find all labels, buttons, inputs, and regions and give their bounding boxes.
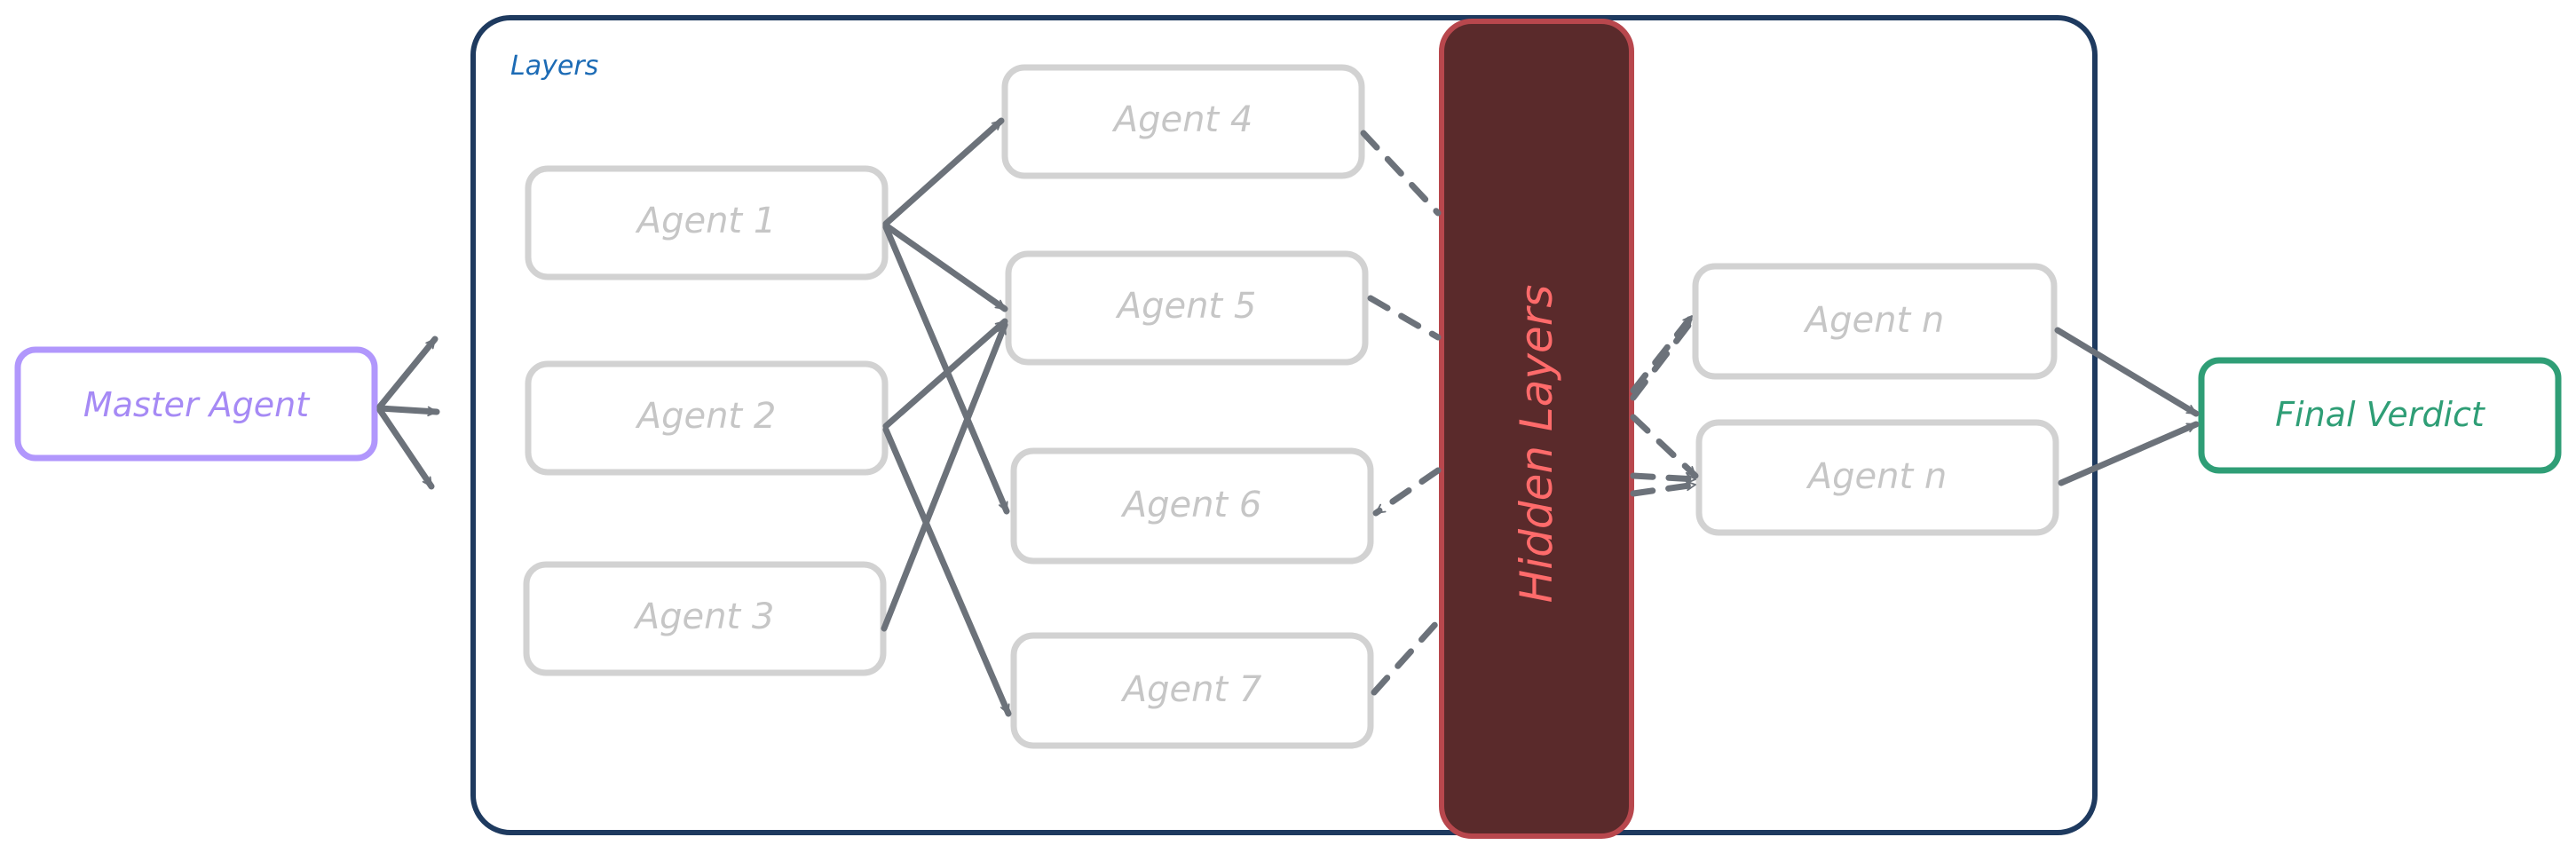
dash-hidden-to-an-upper-b xyxy=(1630,320,1694,401)
agent-3-node: Agent 3 xyxy=(523,561,887,676)
agent-6-node: Agent 6 xyxy=(1010,447,1374,565)
agent-n-lower-node: Agent n xyxy=(1695,419,2059,536)
agent-n-upper-node: Agent n xyxy=(1692,263,2058,380)
dash-a4-to-hidden xyxy=(1360,130,1442,217)
agent-2-node: Agent 2 xyxy=(525,360,889,476)
agent-7-node: Agent 7 xyxy=(1010,632,1374,749)
agent-4-label: Agent 4 xyxy=(1111,99,1253,140)
agent-5-node: Agent 5 xyxy=(1005,250,1369,366)
master-agent-node: Master Agent xyxy=(14,346,378,462)
agent-1-node: Agent 1 xyxy=(525,165,889,280)
agent-n-lower-label: Agent n xyxy=(1806,456,1947,497)
hidden-layers-bar xyxy=(1439,19,1634,839)
arrow-a1-to-a5 xyxy=(882,222,1008,312)
dash-a7-to-hidden xyxy=(1371,618,1442,696)
dash-hidden-to-an-lower-a xyxy=(1630,414,1699,479)
layers-container xyxy=(470,15,2098,835)
dash-hidden-to-a6 xyxy=(1372,467,1442,517)
master-agent-label: Master Agent xyxy=(83,385,311,424)
dash-hidden-to-an-upper-a xyxy=(1630,312,1695,394)
dash-hidden-to-an-lower-c xyxy=(1630,480,1699,497)
layers-container-label: Layers xyxy=(510,51,598,82)
agent-6-label: Agent 6 xyxy=(1120,485,1262,525)
agent-3-label: Agent 3 xyxy=(633,596,775,637)
arrow-an-upper-to-final xyxy=(2054,327,2200,417)
arrow-master-up xyxy=(376,336,439,410)
arrow-master-down xyxy=(376,407,435,490)
agent-n-upper-label: Agent n xyxy=(1803,300,1944,341)
agent-5-label: Agent 5 xyxy=(1115,286,1257,327)
agent-1-label: Agent 1 xyxy=(635,201,777,241)
agent-4-node: Agent 4 xyxy=(1001,64,1365,179)
agent-7-label: Agent 7 xyxy=(1120,669,1262,710)
final-verdict-node: Final Verdict xyxy=(2198,357,2562,474)
dash-a5-to-hidden xyxy=(1367,295,1442,341)
dash-hidden-to-an-lower-b xyxy=(1630,472,1699,485)
arrow-a1-to-a4 xyxy=(882,117,1005,227)
arrow-a3-to-a5 xyxy=(881,321,1008,632)
arrow-master-mid xyxy=(376,405,440,417)
arrow-a2-to-a7 xyxy=(882,426,1012,717)
hidden-layers-label: Hidden Layers xyxy=(1511,285,1562,604)
arrow-a2-to-a5 xyxy=(882,318,1008,430)
arrow-an-lower-to-final xyxy=(2058,421,2200,486)
agent-2-label: Agent 2 xyxy=(635,396,777,437)
final-verdict-label: Final Verdict xyxy=(2275,395,2486,434)
